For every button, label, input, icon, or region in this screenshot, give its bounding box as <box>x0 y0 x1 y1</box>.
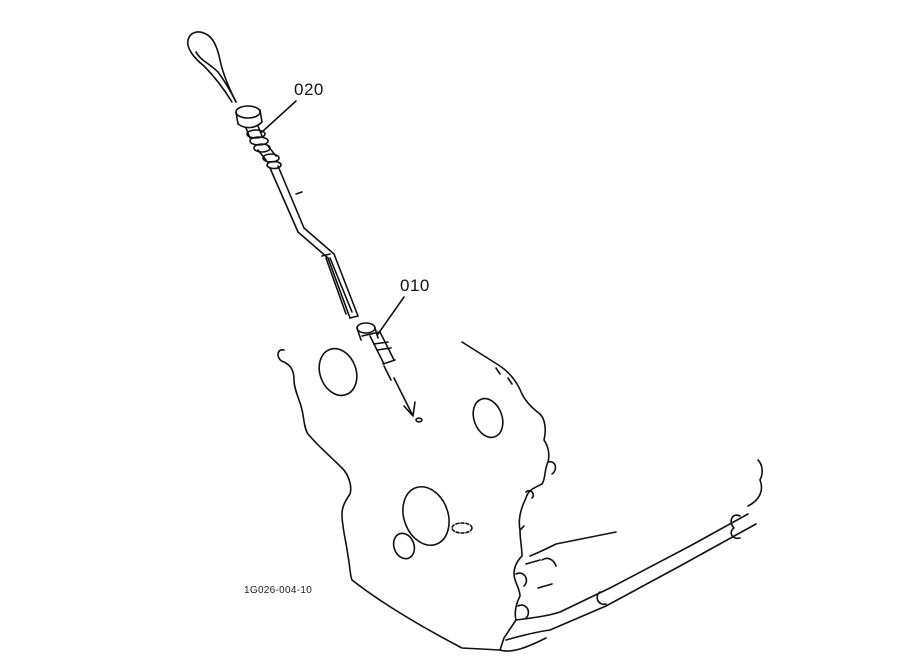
callout-label-020: 020 <box>294 80 324 99</box>
leader-line-010 <box>377 296 405 335</box>
figure-id: 1G026-004-10 <box>244 585 313 596</box>
dipstick <box>186 31 359 319</box>
engine-block <box>277 341 763 652</box>
insertion-arrow <box>393 377 423 423</box>
dipstick-guide-tube <box>356 322 396 381</box>
leader-line-020 <box>261 100 297 133</box>
callout-label-010: 010 <box>400 276 430 295</box>
